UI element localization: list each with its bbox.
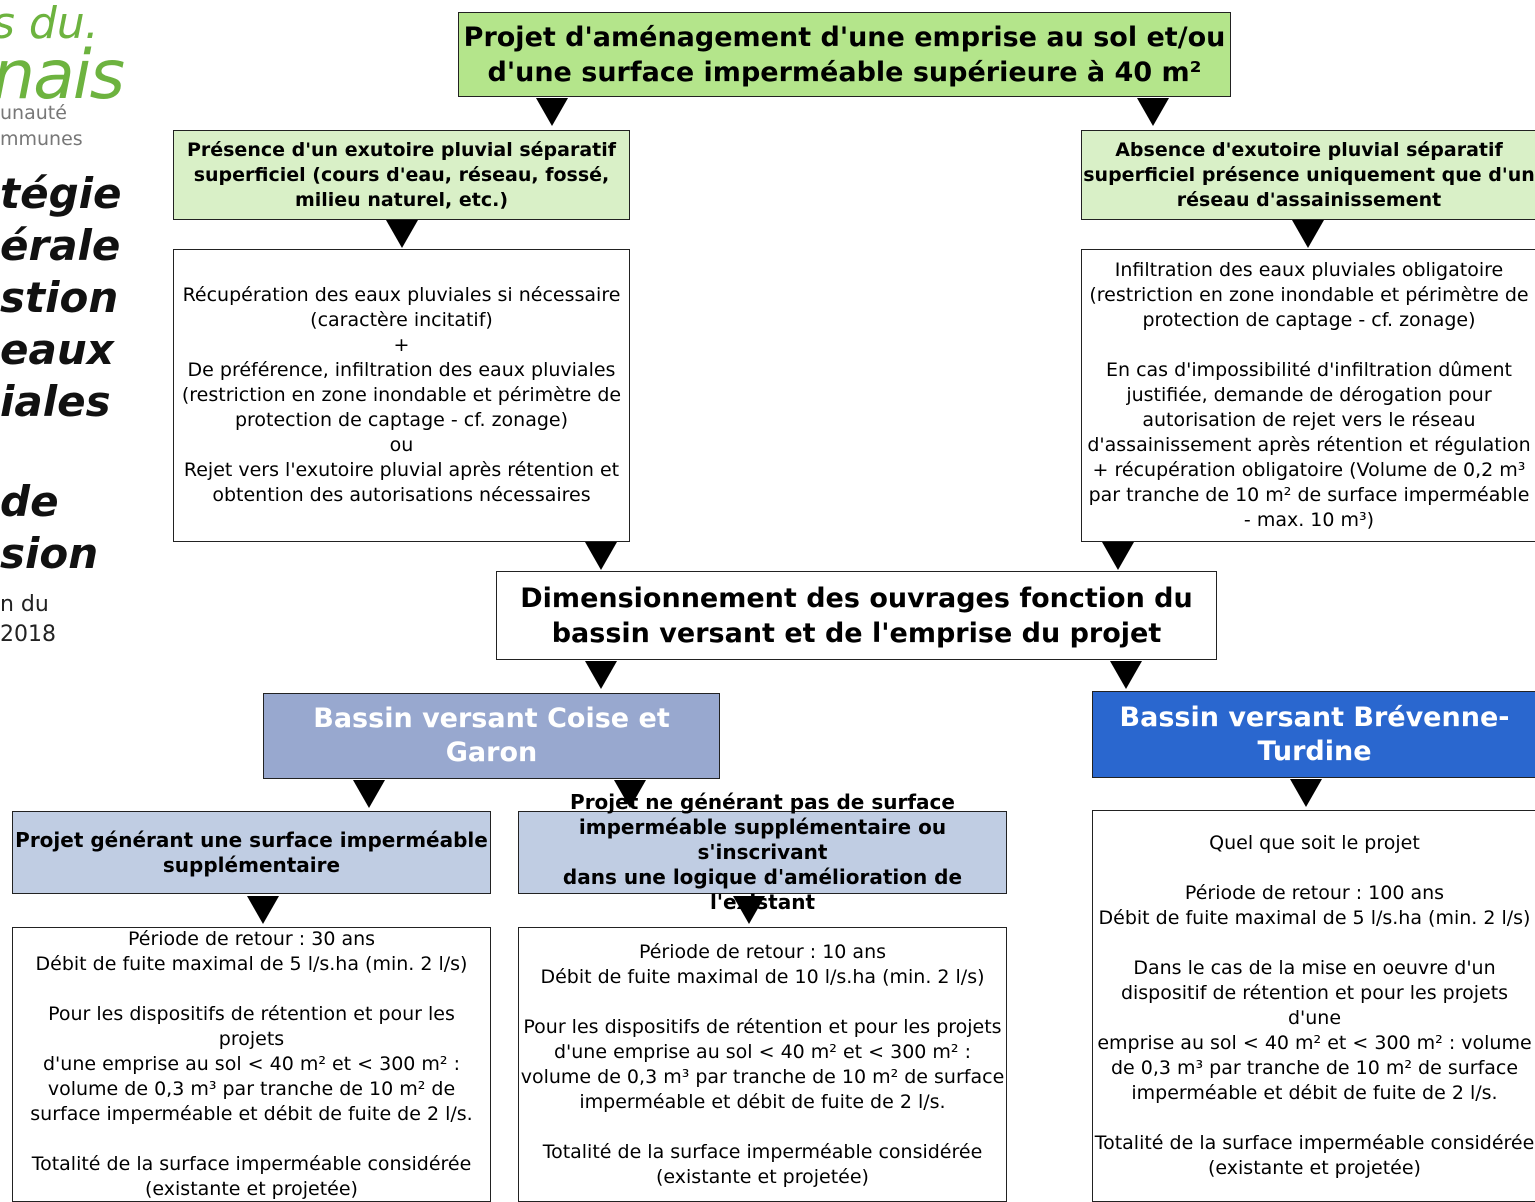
logo-top-text: s du.	[0, 0, 99, 49]
main-project-box: Projet d'aménagement d'une emprise au so…	[458, 12, 1231, 97]
case-a-title-box: Projet générant une surface imperméable …	[12, 811, 491, 894]
main-project-text: Projet d'aménagement d'une emprise au so…	[463, 21, 1226, 88]
case-b-title-text: Projet ne générant pas de surface imperm…	[562, 790, 963, 914]
condition-right-text: Absence d'exutoire pluvial séparatif sup…	[1083, 138, 1535, 211]
brevenne-details-box: Quel que soit le projet Période de retou…	[1092, 810, 1535, 1202]
case-a-details-box: Période de retour : 30 ans Débit de fuit…	[12, 927, 491, 1202]
arrow-down-icon	[386, 220, 418, 248]
decision-title: de sion	[0, 477, 99, 578]
case-b-details-box: Période de retour : 10 ans Débit de fuit…	[518, 927, 1007, 1202]
details-left-text: Récupération des eaux pluviales si néces…	[181, 284, 622, 506]
arrow-down-icon	[1137, 98, 1169, 126]
coise-garon-box: Bassin versant Coise et Garon	[263, 693, 720, 779]
dimension-text: Dimensionnement des ouvrages fonction du…	[520, 582, 1193, 649]
details-left-box: Récupération des eaux pluviales si néces…	[173, 249, 630, 542]
brevenne-details-text: Quel que soit le projet Période de retou…	[1094, 832, 1535, 1179]
logo-main-text: nais	[0, 36, 125, 115]
coise-garon-title: Bassin versant Coise et Garon	[313, 703, 670, 768]
arrow-down-icon	[1292, 220, 1324, 248]
dimension-box: Dimensionnement des ouvrages fonction du…	[496, 571, 1217, 660]
logo-sub2-text: mmunes	[0, 128, 83, 150]
case-a-details-text: Période de retour : 30 ans Débit de fuit…	[30, 928, 473, 1200]
case-a-title-text: Projet générant une surface imperméable …	[15, 827, 488, 877]
condition-left-box: Présence d'un exutoire pluvial séparatif…	[173, 130, 630, 220]
strategy-title: tégie érale stion eaux iales	[0, 169, 122, 426]
brevenne-turdine-title: Bassin versant Brévenne- Turdine	[1119, 701, 1510, 767]
date-text: n du 2018	[0, 592, 56, 647]
case-b-title-box: Projet ne générant pas de surface imperm…	[518, 790, 1007, 914]
case-b-details-text: Période de retour : 10 ans Débit de fuit…	[520, 940, 1005, 1188]
arrow-down-icon	[1290, 779, 1322, 807]
arrow-down-icon	[585, 661, 617, 689]
arrow-down-icon	[247, 896, 279, 924]
arrow-down-icon	[614, 780, 646, 808]
details-right-text: Infiltration des eaux pluviales obligato…	[1087, 259, 1531, 531]
details-right-box: Infiltration des eaux pluviales obligato…	[1081, 249, 1535, 542]
arrow-down-icon	[585, 542, 617, 570]
arrow-down-icon	[353, 780, 385, 808]
logo-sub1-text: unauté	[0, 102, 67, 124]
condition-left-text: Présence d'un exutoire pluvial séparatif…	[186, 138, 617, 211]
arrow-down-icon	[1102, 542, 1134, 570]
arrow-down-icon	[733, 896, 765, 924]
condition-right-box: Absence d'exutoire pluvial séparatif sup…	[1081, 130, 1535, 220]
brevenne-turdine-box: Bassin versant Brévenne- Turdine	[1092, 691, 1535, 778]
arrow-down-icon	[1110, 661, 1142, 689]
arrow-down-icon	[536, 98, 568, 126]
